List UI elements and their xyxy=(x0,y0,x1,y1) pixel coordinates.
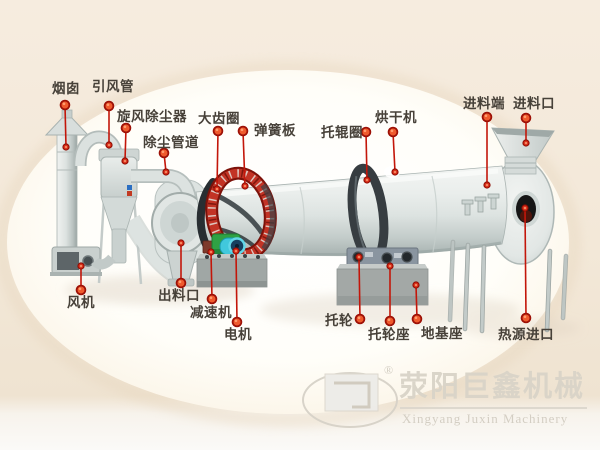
label-feed-inlet: 进料口 xyxy=(513,96,555,111)
leader-big-gear-ring xyxy=(212,125,224,193)
label-fan: 风机 xyxy=(67,295,95,310)
label-speed-reducer: 减速机 xyxy=(190,305,232,320)
ellipse-rim-shadow xyxy=(0,61,581,427)
registered-trademark-symbol: ® xyxy=(384,363,394,377)
leader-support-roller-seat xyxy=(384,262,396,327)
discharge-chute-graphic xyxy=(166,250,198,287)
leader-cyclone-dust-collector xyxy=(120,122,132,165)
label-heat-source-inlet: 热源进口 xyxy=(498,327,554,342)
leader-spring-plate xyxy=(237,125,249,190)
label-dust-removal-pipe: 除尘管道 xyxy=(143,135,199,150)
label-chimney: 烟囱 xyxy=(52,81,80,96)
watermark-divider xyxy=(400,407,587,409)
label-discharge-outlet: 出料口 xyxy=(158,288,200,303)
drum-lugs-graphic xyxy=(461,193,500,216)
leader-discharge-outlet xyxy=(175,239,187,289)
label-spring-plate: 弹簧板 xyxy=(254,123,296,138)
label-motor: 电机 xyxy=(224,327,252,342)
leader-support-roller xyxy=(354,253,366,325)
leader-induced-draft-pipe xyxy=(103,100,115,149)
leader-speed-reducer xyxy=(206,248,218,305)
leader-dust-removal-pipe xyxy=(158,147,170,176)
cyclone-dust-collector-graphic xyxy=(91,148,140,270)
label-foundation-base: 地基座 xyxy=(421,326,463,341)
leader-motor xyxy=(231,247,243,328)
label-dryer-drum: 烘干机 xyxy=(375,110,417,125)
watermark-company-name-en: Xingyang Juxin Machinery xyxy=(402,411,569,426)
leader-foundation-base xyxy=(411,281,423,325)
label-big-gear-ring: 大齿圈 xyxy=(198,111,240,126)
watermark-company-name-cn: 荥阳巨鑫机械 xyxy=(399,371,586,403)
label-cyclone-dust-collector: 旋风除尘器 xyxy=(117,109,187,124)
label-support-roller-ring: 托辊圈 xyxy=(321,125,363,140)
label-induced-draft-pipe: 引风管 xyxy=(92,79,134,94)
feed-legs-graphic xyxy=(447,239,569,334)
fan-graphic xyxy=(50,246,102,276)
chimney-graphic xyxy=(44,109,90,265)
drum-discharge-end-graphic xyxy=(151,192,209,254)
induced-draft-pipe-graphic xyxy=(73,130,124,167)
leader-fan xyxy=(75,262,87,296)
leader-dryer-drum xyxy=(387,126,399,176)
label-support-roller-seat: 托轮座 xyxy=(368,327,410,342)
control-decal-blue xyxy=(127,185,132,190)
leader-feed-inlet xyxy=(520,112,532,147)
label-support-roller: 托轮 xyxy=(325,313,353,328)
leader-feed-end xyxy=(481,111,493,189)
leader-support-roller-ring xyxy=(360,126,372,184)
control-decal-red xyxy=(127,191,132,196)
gear-ring-graphic xyxy=(196,166,277,262)
leader-chimney xyxy=(59,99,71,151)
leader-heat-source-inlet xyxy=(520,204,532,324)
label-feed-end: 进料端 xyxy=(463,96,505,111)
